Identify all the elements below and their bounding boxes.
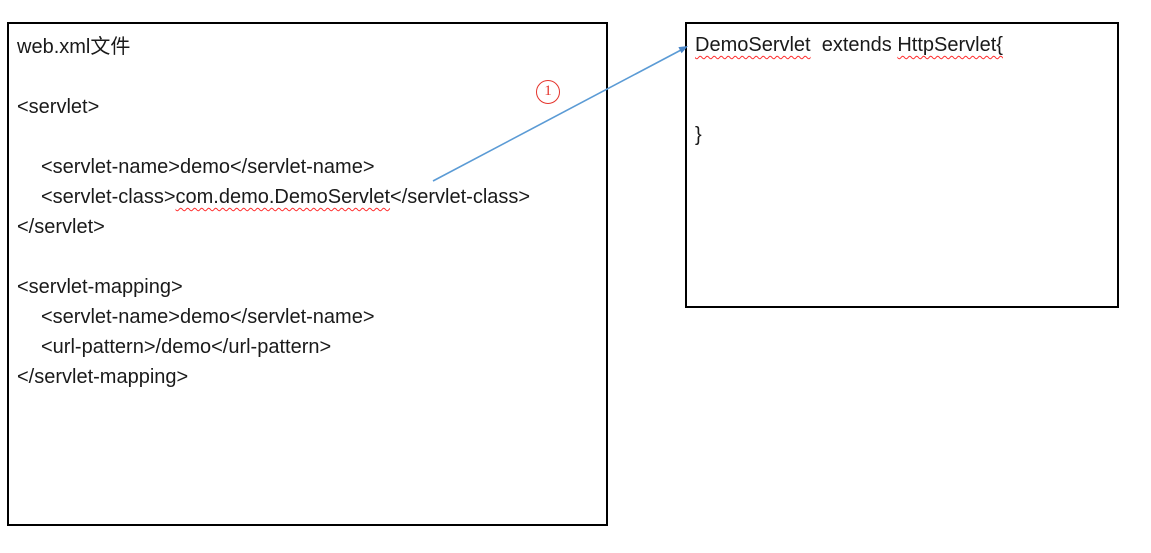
xml-servlet-name: <servlet-name>demo</servlet-name> [41, 156, 375, 178]
blank-line [17, 242, 598, 272]
blank-line [17, 62, 598, 92]
xml-servlet-close: </servlet> [17, 216, 105, 238]
extends-keyword: extends [810, 34, 898, 56]
class-name: DemoServlet [695, 34, 811, 56]
xml-url-pattern: <url-pattern>/demo</url-pattern> [41, 336, 332, 358]
servlet-class-tag-close: </servlet-class> [390, 186, 531, 208]
blank-line [695, 60, 1109, 90]
parent-class-name: HttpServlet{ [897, 34, 1003, 56]
demo-servlet-class-box: DemoServlet extends HttpServlet{ } [685, 22, 1119, 308]
class-closing-brace: } [695, 124, 702, 146]
xml-mapping-servlet-name: <servlet-name>demo</servlet-name> [41, 306, 375, 328]
class-declaration-line: DemoServlet extends HttpServlet{ [695, 30, 1109, 60]
web-xml-title: web.xml文件 [17, 36, 131, 58]
web-xml-box: web.xml文件 <servlet> <servlet-name>demo</… [7, 22, 608, 526]
step-1-badge circled-number-1-icon: 1 [536, 80, 560, 104]
servlet-class-value: com.demo.DemoServlet [175, 186, 391, 208]
xml-servlet-open: <servlet> [17, 96, 100, 118]
servlet-class-tag-open: <servlet-class> [41, 186, 176, 208]
blank-line [17, 122, 598, 152]
xml-servlet-class: <servlet-class>com.demo.DemoServlet</ser… [17, 182, 598, 212]
xml-servlet-mapping-close: </servlet-mapping> [17, 366, 189, 388]
xml-servlet-mapping-open: <servlet-mapping> [17, 276, 183, 298]
blank-line [695, 90, 1109, 120]
